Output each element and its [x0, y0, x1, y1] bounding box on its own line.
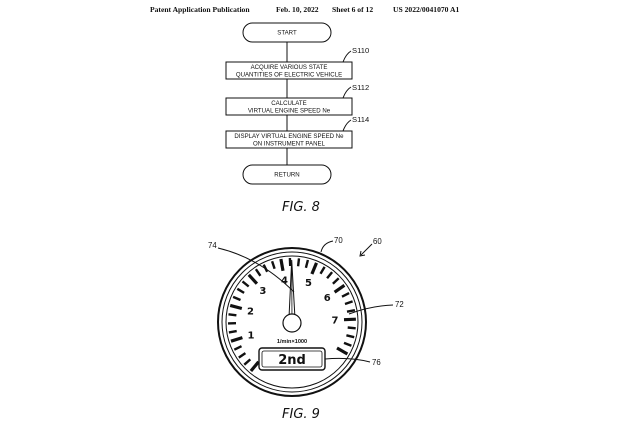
major-tick — [230, 336, 243, 343]
start-label: START — [277, 30, 297, 37]
s110-line-1: ACQUIRE VARIOUS STATE — [251, 64, 328, 71]
s110-leader — [342, 50, 352, 63]
minor-tick — [241, 280, 250, 288]
minor-tick — [319, 266, 326, 275]
major-tick — [247, 273, 259, 285]
minor-tick — [326, 271, 334, 280]
gear-display — [261, 350, 323, 368]
minor-tick — [238, 352, 247, 359]
major-tick — [333, 283, 346, 294]
minor-tick — [228, 313, 237, 317]
dial-number: 2 — [247, 307, 254, 318]
minor-tick — [347, 326, 356, 330]
dial-number: 6 — [324, 293, 331, 304]
ref-60-arrowhead — [359, 250, 366, 257]
minor-tick — [332, 277, 340, 285]
major-tick — [310, 262, 318, 275]
minor-tick — [243, 358, 252, 366]
minor-tick — [304, 259, 310, 269]
minor-tick — [270, 260, 276, 270]
minor-tick — [228, 329, 237, 334]
ref-72-leader — [348, 304, 394, 315]
publication-number: US 2022/0041070 A1 — [393, 5, 460, 14]
start-terminal — [242, 22, 332, 43]
dial-number: 7 — [332, 316, 339, 327]
return-terminal — [242, 164, 332, 185]
ref-76: 76 — [372, 358, 381, 367]
process-box-s110 — [225, 61, 353, 80]
publication-title: Patent Application Publication — [150, 5, 250, 14]
publication-date: Feb. 10, 2022 — [276, 5, 319, 14]
ref-74-leader — [217, 247, 295, 293]
sheet-number: Sheet 6 of 12 — [332, 5, 374, 14]
s112-line-1: CALCULATE — [271, 100, 306, 107]
s110-line-2: QUANTITIES OF ELECTRIC VEHICLE — [236, 72, 342, 79]
major-tick — [279, 258, 285, 272]
major-tick — [249, 360, 260, 373]
return-label: RETURN — [274, 172, 299, 179]
s114-line-2: ON INSTRUMENT PANEL — [253, 141, 326, 148]
ref-60: 60 — [373, 237, 382, 246]
gear-indicator: 2nd — [278, 353, 306, 368]
ref-72: 72 — [395, 300, 404, 309]
minor-tick — [346, 309, 356, 313]
dial-number: 4 — [281, 275, 288, 286]
s112-leader — [342, 86, 352, 99]
flowchart: START ACQUIRE VARIOUS STATE QUANTITIES O… — [225, 22, 369, 185]
dial-number: 1 — [248, 331, 255, 342]
step-label-s114: S114 — [352, 115, 369, 124]
ref-74: 74 — [208, 241, 217, 250]
process-box-s114 — [225, 130, 353, 149]
dial-number: 3 — [259, 286, 266, 297]
ref-70: 70 — [334, 236, 343, 245]
step-label-s110: S110 — [352, 46, 369, 55]
minor-tick — [344, 300, 353, 306]
minor-tick — [346, 334, 355, 339]
minor-tick — [233, 345, 243, 351]
needle-hub — [282, 313, 302, 333]
tick-marks — [227, 257, 356, 373]
minor-tick — [232, 295, 241, 302]
s112-line-2: VIRTUAL ENGINE SPEED Ne — [248, 108, 331, 115]
s114-line-1: DISPLAY VIRTUAL ENGINE SPEED Ne — [234, 133, 344, 140]
minor-tick — [236, 287, 245, 294]
minor-tick — [341, 292, 350, 298]
ref-76-leader — [324, 357, 371, 363]
minor-tick — [254, 268, 262, 277]
reference-labels: 60 70 74 72 76 — [208, 236, 404, 367]
fig8-caption: FIG. 8 — [282, 200, 320, 215]
minor-tick — [343, 341, 352, 347]
minor-tick — [296, 258, 301, 267]
ref-60-arrow — [360, 243, 373, 256]
major-tick — [343, 317, 356, 322]
dial-number: 5 — [305, 278, 312, 289]
unit-label: 1/min×1000 — [277, 339, 307, 345]
major-tick — [229, 303, 243, 311]
ref-70-leader — [320, 240, 334, 253]
s114-leader — [342, 119, 352, 132]
process-box-s112 — [225, 97, 353, 116]
major-tick — [336, 346, 349, 356]
step-label-s112: S112 — [352, 83, 369, 92]
page-header: Patent Application Publication Feb. 10, … — [0, 5, 620, 19]
fig9-caption: FIG. 9 — [282, 407, 320, 422]
